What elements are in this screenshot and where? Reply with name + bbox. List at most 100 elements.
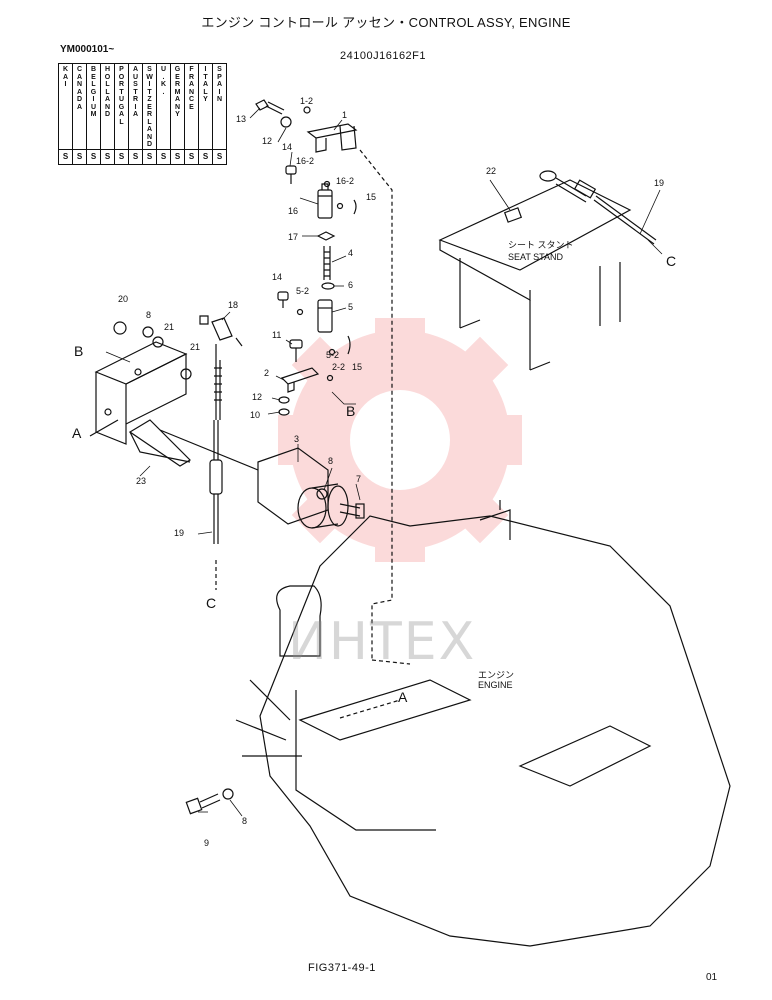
washer-12-icon <box>280 116 292 128</box>
ref-line-a-left <box>89 419 119 437</box>
washer-8c-icon <box>222 788 234 800</box>
country-name: K A I <box>62 66 69 88</box>
nut-21b-icon <box>180 368 192 380</box>
clevis-5-icon <box>317 299 333 333</box>
gear-watermark-icon <box>278 318 522 562</box>
callout-19: 19 <box>174 528 184 538</box>
nut-20-icon <box>113 321 127 335</box>
bolt-14b-icon <box>277 291 289 308</box>
ref-line-a-engine <box>339 699 401 719</box>
callout-16: 16 <box>288 206 298 216</box>
ref-c-right: C <box>666 253 676 269</box>
callout-13: 13 <box>236 114 246 124</box>
nut-6-icon <box>321 282 335 290</box>
country-code-cell: S <box>142 148 157 165</box>
figure-number: FIG371-49-1 <box>308 962 376 974</box>
pin-16-2b-icon <box>336 202 344 210</box>
callout-18: 18 <box>228 300 238 310</box>
ref-b-right: B <box>346 403 355 419</box>
page-number: 01 <box>706 972 718 983</box>
serial-range: YM000101~ <box>60 44 115 55</box>
cable-19b-icon <box>539 170 657 245</box>
callout-6: 6 <box>348 280 353 290</box>
callout-labels: 13 12 1-2 1 14 16-2 16-2 15 16 17 4 14 5… <box>118 96 664 848</box>
country-name: I T A L Y <box>202 66 209 103</box>
reference-letters: B A B C C A <box>72 253 676 705</box>
callout-12b: 12 <box>252 392 262 402</box>
nut-1-2-icon <box>303 106 311 114</box>
callout-4: 4 <box>348 248 353 258</box>
callout-9: 9 <box>204 838 209 848</box>
callout-16-2b: 16-2 <box>336 176 354 186</box>
callout-22: 22 <box>486 166 496 176</box>
engine-label-jp: エンジン <box>478 670 514 680</box>
callout-8: 8 <box>328 456 333 466</box>
callout-8b: 8 <box>146 310 151 320</box>
bracket-1-icon <box>306 123 358 153</box>
callout-11: 11 <box>272 330 281 340</box>
country-name: G E R M A N Y <box>174 66 181 118</box>
reference-line-top <box>359 149 393 660</box>
pin-16-2-icon <box>323 180 331 188</box>
callout-2-2: 2-2 <box>332 362 345 372</box>
seat-stand-22-icon <box>438 179 632 371</box>
seat-stand-label-jp: シート スタント <box>508 240 574 250</box>
bracket-b-icon <box>94 341 188 445</box>
country-name: C A N A D A <box>76 66 83 111</box>
country-name: P O R T U G A L <box>118 66 125 126</box>
bolt-14-icon <box>285 165 297 184</box>
engine-outline-icon <box>235 500 731 947</box>
ref-a-left: A <box>72 425 82 441</box>
country-name-cell: U . K . <box>156 63 171 150</box>
country-name: S W I T Z E R L A N D <box>146 66 153 148</box>
callout-17: 17 <box>288 232 298 242</box>
part-labels: シート スタント SEAT STAND エンジン ENGINE <box>478 240 574 690</box>
page-title: エンジン コントロール アッセン・CONTROL ASSY, ENGINE <box>201 15 571 30</box>
clevis-16-icon <box>317 183 333 219</box>
callout-14b: 14 <box>272 272 282 282</box>
part-number: 24100J16162F1 <box>340 50 427 62</box>
callout-1-2: 1-2 <box>300 96 313 106</box>
nut-17-icon <box>316 231 336 241</box>
callout-5: 5 <box>348 302 353 312</box>
cable-19-icon <box>209 360 223 544</box>
country-name: B E L G I U M <box>90 66 97 118</box>
country-name-cell: C A N A D A <box>72 63 87 150</box>
bracket-23-icon <box>128 419 191 467</box>
ref-line-housing <box>159 429 259 471</box>
nut-2-2-icon <box>326 374 334 382</box>
washer-8b-icon <box>316 488 328 500</box>
watermark-text: ИНТЕХ <box>288 612 477 672</box>
callout-15: 15 <box>366 192 376 202</box>
country-name: F R A N C E <box>188 66 195 111</box>
nut-10-icon <box>278 408 290 416</box>
country-code-cell: S <box>212 148 227 165</box>
country-code-cell: S <box>114 148 129 165</box>
nut-21-icon <box>152 336 164 348</box>
callout-20: 20 <box>118 294 128 304</box>
callout-21b: 21 <box>190 342 200 352</box>
callout-2: 2 <box>264 368 269 378</box>
engine-label-en: ENGINE <box>478 680 513 690</box>
country-name: A U S T R I A <box>132 66 139 118</box>
callout-12: 12 <box>262 136 272 146</box>
callout-7: 7 <box>356 474 361 484</box>
cable-clevis-18-icon <box>199 315 243 360</box>
seat-stand-label-en: SEAT STAND <box>508 252 564 262</box>
bolt-9-icon <box>185 793 221 815</box>
callout-21: 21 <box>164 322 174 332</box>
callout-10: 10 <box>250 410 260 420</box>
bolt-7-icon <box>339 503 365 519</box>
callout-19b: 19 <box>654 178 664 188</box>
pin-5-2b-icon <box>328 348 336 356</box>
washer-12b-icon <box>278 396 290 404</box>
washer-8-icon <box>142 326 154 338</box>
callout-23: 23 <box>136 476 146 486</box>
callout-1: 1 <box>342 110 347 120</box>
ref-a-engine: A <box>398 689 408 705</box>
pin-5-2-icon <box>296 308 304 316</box>
ref-c-left: C <box>206 595 216 611</box>
callout-15b: 15 <box>352 362 362 372</box>
